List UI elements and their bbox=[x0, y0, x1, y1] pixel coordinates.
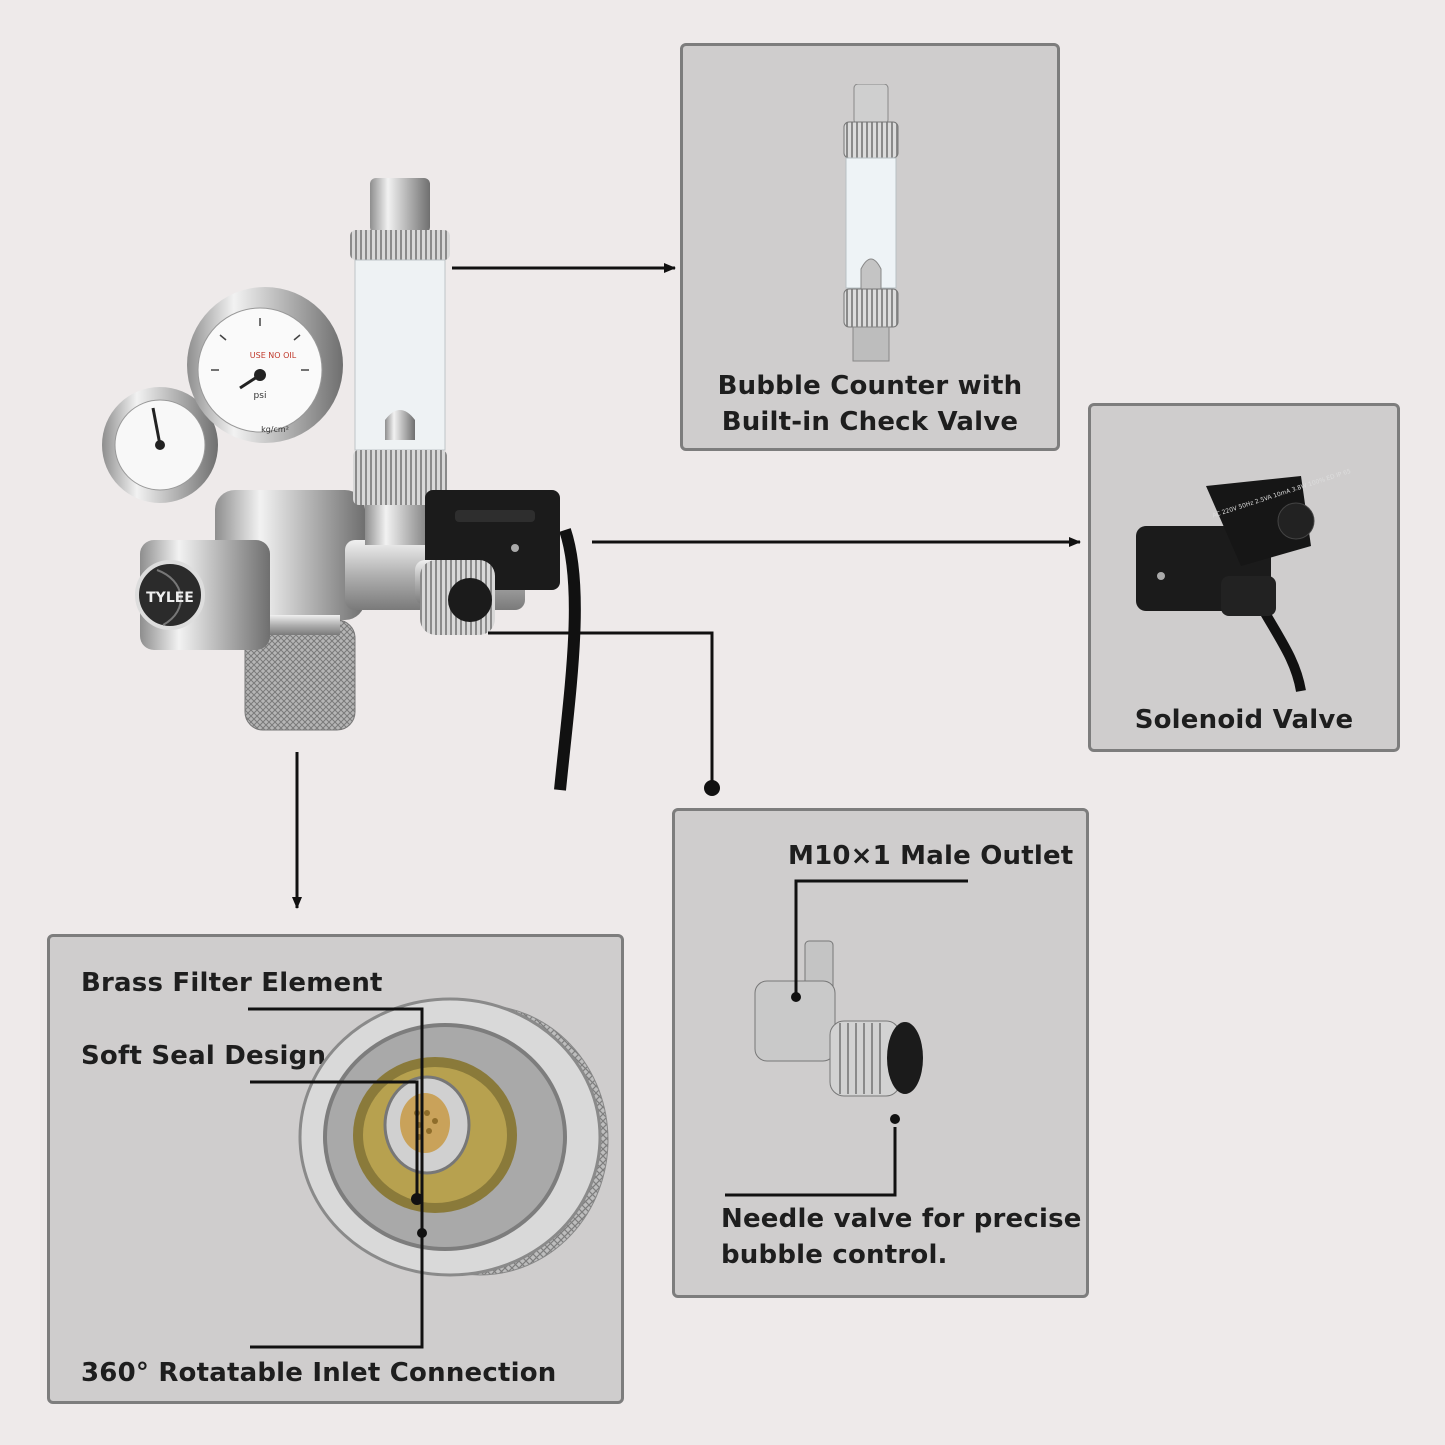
filter-label: Brass Filter Element bbox=[81, 968, 383, 998]
solenoid-image: AC 220V 50Hz 2.5VA 10mA 3.8W 100% ED IP … bbox=[1136, 468, 1352, 692]
inlet-nut-image bbox=[298, 997, 609, 1277]
connector-dot bbox=[704, 780, 720, 796]
connector-to-needle-panel bbox=[488, 631, 714, 782]
gauge-unit-kg: kg/cm² bbox=[261, 425, 289, 434]
needle-valve-panel: M10×1 Male Outlet Needle valve for preci… bbox=[672, 808, 1089, 1298]
inlet-panel-leaders bbox=[248, 1007, 427, 1349]
solenoid-panel: AC 220V 50Hz 2.5VA 10mA 3.8W 100% ED IP … bbox=[1088, 403, 1400, 752]
inlet-panel: Brass Filter Element Soft Seal Design bbox=[47, 934, 624, 1404]
outlet-label: M10×1 Male Outlet bbox=[788, 841, 1074, 871]
needle-panel-leaders bbox=[725, 879, 968, 1197]
bubble-counter-caption-line2: Built-in Check Valve bbox=[721, 407, 1019, 437]
needle-valve-image bbox=[754, 940, 923, 1097]
brand-logo: TYLEE bbox=[146, 590, 194, 606]
gauge-unit-psi: psi bbox=[254, 391, 267, 401]
needle-caption-line2: bubble control. bbox=[721, 1240, 948, 1270]
bubble-counter-image bbox=[843, 84, 899, 362]
bubble-counter-caption-line1: Bubble Counter with bbox=[717, 371, 1023, 401]
solenoid-caption: Solenoid Valve bbox=[1134, 705, 1354, 735]
bubble-counter-panel: Bubble Counter with Built-in Check Valve bbox=[680, 43, 1060, 451]
needle-caption-line1: Needle valve for precise bbox=[721, 1204, 1082, 1234]
regulator-illustration: TYLEE USE NO OIL psi kg/cm² bbox=[102, 178, 581, 791]
gauge-warning: USE NO OIL bbox=[250, 351, 297, 360]
rotatable-label: 360° Rotatable Inlet Connection bbox=[81, 1358, 557, 1388]
seal-label: Soft Seal Design bbox=[81, 1041, 327, 1071]
